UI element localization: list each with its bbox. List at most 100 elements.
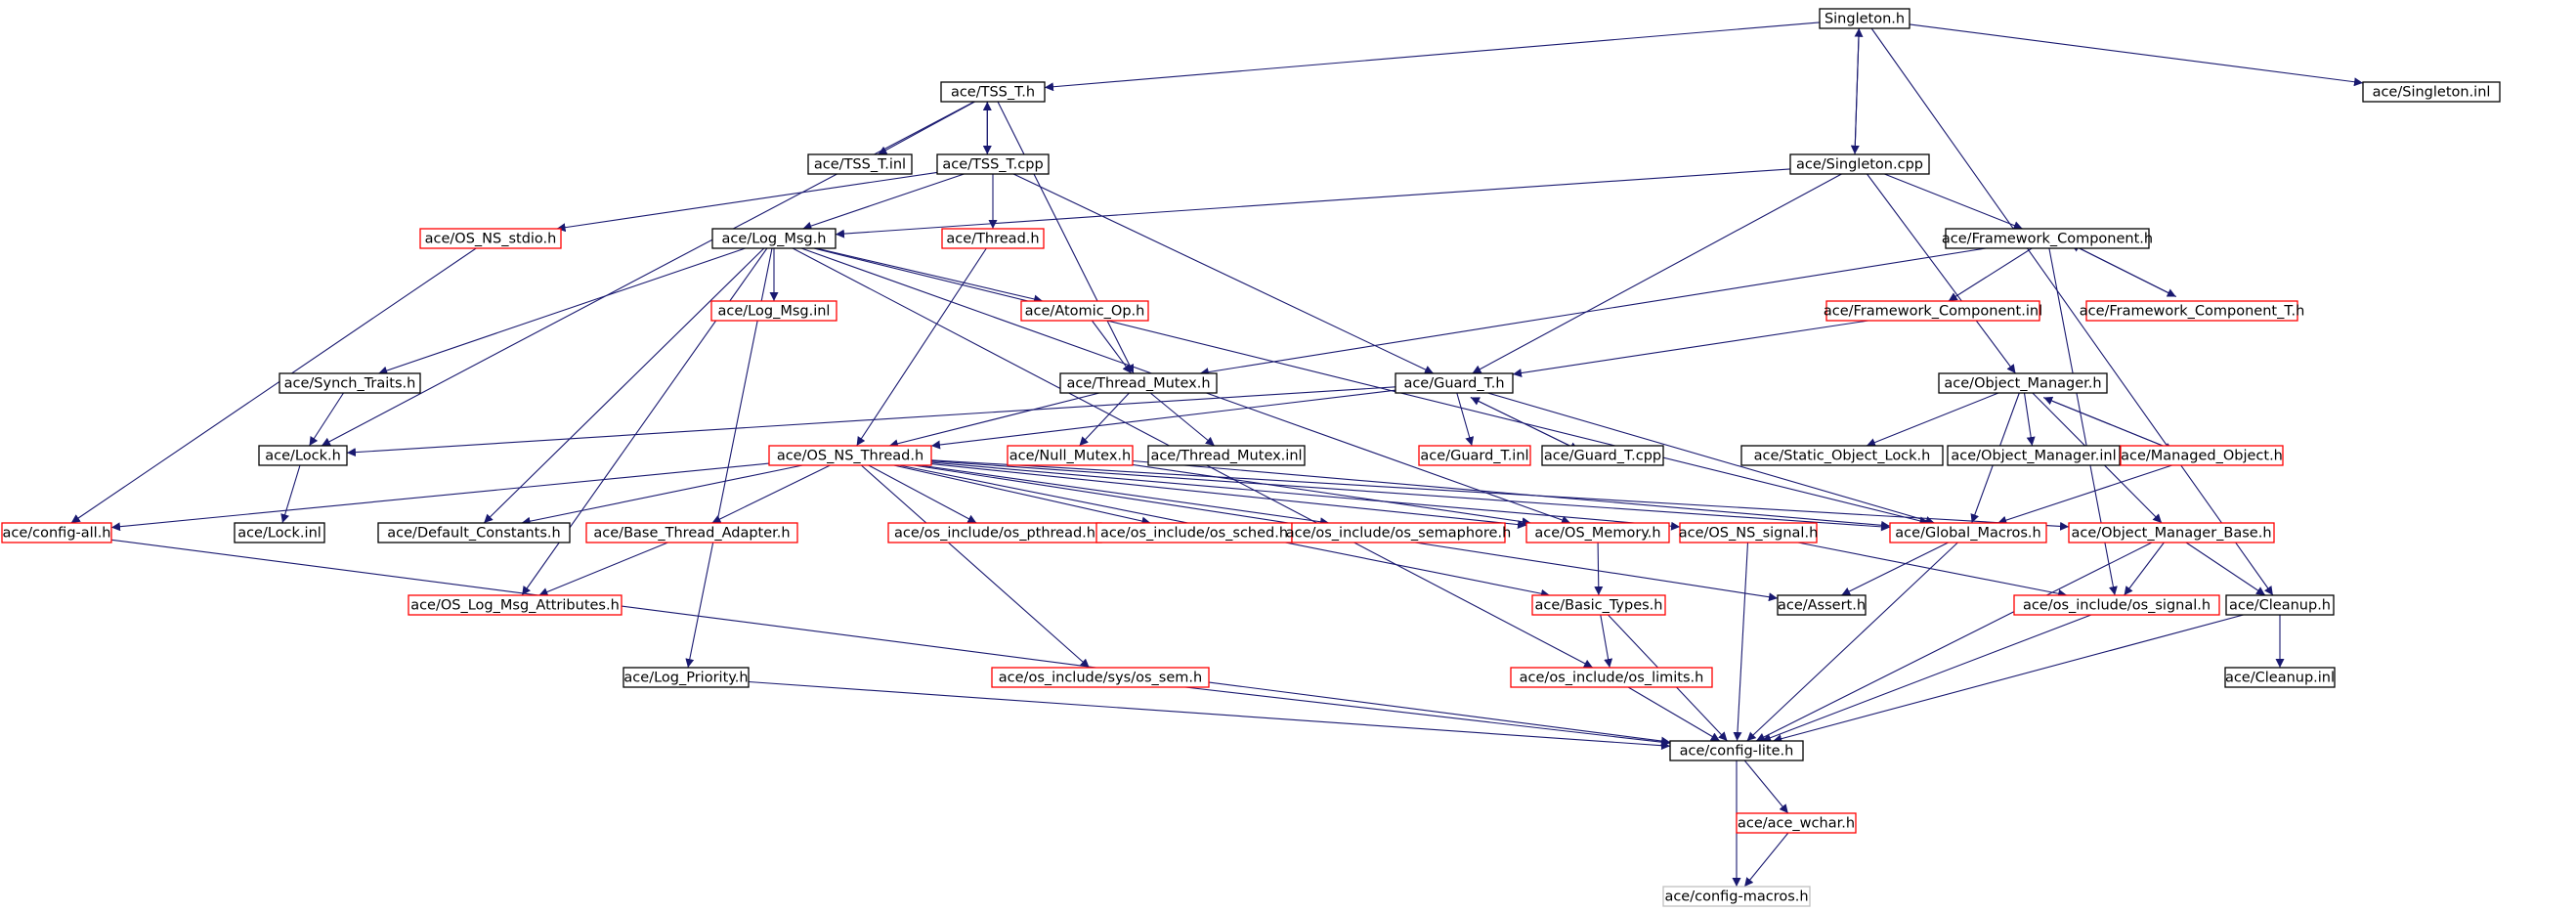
- edge-guard_t_h-to-guard_t_inl: [1456, 392, 1475, 447]
- node-managed-object-h[interactable]: ace/Managed_Object.h: [2120, 445, 2284, 466]
- node-label: ace/config-macros.h: [1664, 890, 1808, 905]
- edge-os_ns_thread_h-to-os_sched_h: [893, 464, 1151, 526]
- node-box: [1679, 522, 1818, 543]
- node-label: ace/Basic_Types.h: [1535, 598, 1663, 614]
- node-tss-t-inl[interactable]: ace/TSS_T.inl: [807, 153, 913, 175]
- node-label: ace/Log_Msg.h: [722, 232, 827, 247]
- node-object-manager-h[interactable]: ace/Object_Manager.h: [1938, 372, 2108, 394]
- node-synch-traits-h[interactable]: ace/Synch_Traits.h: [279, 372, 421, 394]
- node-global-macros-h[interactable]: ace/Global_Macros.h: [1889, 522, 2047, 543]
- node-label: ace/Null_Mutex.h: [1009, 449, 1131, 464]
- node-box: [1007, 445, 1134, 466]
- node-box: [807, 153, 913, 175]
- edge-framework_component_h-to-framework_component_inl: [1948, 247, 2033, 302]
- edge-global_macros_h-to-config_lite_h: [1746, 542, 1958, 742]
- node-os-ns-thread-h[interactable]: ace/OS_NS_Thread.h: [768, 445, 932, 466]
- node-os-log-msg-attributes-h[interactable]: ace/OS_Log_Msg_Attributes.h: [408, 594, 623, 616]
- node-lock-h[interactable]: ace/Lock.h: [258, 445, 348, 466]
- node-log-msg-inl[interactable]: ace/Log_Msg.inl: [710, 300, 837, 322]
- node-os-memory-h[interactable]: ace/OS_Memory.h: [1525, 522, 1670, 543]
- node-config-macros-h[interactable]: ace/config-macros.h: [1662, 886, 1811, 907]
- edge-tss_t_h-to-thread_mutex_h: [997, 101, 1135, 374]
- node-box: [419, 228, 562, 249]
- node-box: [1662, 886, 1811, 907]
- node-singleton-inl[interactable]: ace/Singleton.inl: [2362, 81, 2501, 103]
- node-box: [991, 667, 1210, 688]
- node-box: [408, 594, 623, 616]
- node-box: [1020, 300, 1149, 322]
- edge-framework_component_inl-to-guard_t_h: [1512, 320, 1868, 378]
- edge-thread_mutex_h-to-null_mutex_h: [1079, 392, 1130, 447]
- node-box: [1947, 445, 2121, 466]
- node-framework-component-h[interactable]: ace/Framework_Component.h: [1942, 228, 2153, 249]
- node-thread-mutex-inl[interactable]: ace/Thread_Mutex.inl: [1147, 445, 1306, 466]
- node-label: ace/os_include/os_semaphore.h: [1286, 526, 1512, 542]
- edge-singleton_cpp-to-singleton_h: [1854, 27, 1864, 154]
- node-label: ace/os_include/sys/os_sem.h: [999, 671, 1202, 686]
- node-box: [1531, 594, 1666, 616]
- edge-os_ns_thread_h-to-os_memory_h: [930, 463, 1527, 530]
- node-label: ace/OS_Memory.h: [1534, 526, 1660, 542]
- edge-global_macros_h-to-assert_h: [1841, 542, 1949, 596]
- edge-atomic_op_h-to-thread_mutex_h: [1091, 320, 1133, 374]
- node-assert-h[interactable]: ace/Assert.h: [1777, 594, 1867, 616]
- node-basic-types-h[interactable]: ace/Basic_Types.h: [1531, 594, 1666, 616]
- node-box: [1418, 445, 1531, 466]
- node-label: ace/Lock.inl: [237, 526, 322, 542]
- node-tss-t-h[interactable]: ace/TSS_T.h: [940, 81, 1046, 103]
- node-default-constants-h[interactable]: ace/Default_Constants.h: [377, 522, 571, 543]
- edge-guard_t_h-to-global_macros_h: [1487, 392, 1935, 525]
- node-object-manager-base-h[interactable]: ace/Object_Manager_Base.h: [2068, 522, 2275, 543]
- node-box: [2225, 594, 2335, 616]
- node-os-ns-signal-h[interactable]: ace/OS_NS_signal.h: [1679, 522, 1819, 543]
- node-object-manager-inl[interactable]: ace/Object_Manager.inl: [1947, 445, 2121, 466]
- node-tss-t-cpp[interactable]: ace/TSS_T.cpp: [936, 153, 1050, 175]
- node-os-limits-h[interactable]: ace/os_include/os_limits.h: [1510, 667, 1713, 688]
- node-label: ace/Guard_T.cpp: [1544, 449, 1661, 464]
- node-singleton-cpp[interactable]: ace/Singleton.cpp: [1789, 153, 1930, 175]
- node-os-sem-h[interactable]: ace/os_include/sys/os_sem.h: [991, 667, 1210, 688]
- node-lock-inl[interactable]: ace/Lock.inl: [234, 522, 325, 543]
- node-cleanup-inl[interactable]: ace/Cleanup.inl: [2224, 667, 2336, 688]
- node-label: ace/Object_Manager.h: [1944, 376, 2101, 392]
- edge-log_msg_h-to-synch_traits_h: [378, 247, 746, 375]
- node-guard-t-cpp[interactable]: ace/Guard_T.cpp: [1541, 445, 1664, 466]
- node-log-msg-h[interactable]: ace/Log_Msg.h: [711, 228, 837, 249]
- edge-thread_h-to-os_ns_thread_h: [856, 247, 987, 447]
- node-framework-component-inl[interactable]: ace/Framework_Component.inl: [1824, 300, 2042, 322]
- node-box: [1938, 372, 2108, 394]
- node-label: ace/OS_NS_Thread.h: [777, 449, 923, 464]
- node-singleton-h[interactable]: Singleton.h: [1819, 8, 1911, 29]
- edge-guard_t_cpp-to-guard_t_h: [1470, 397, 1579, 451]
- node-static-object-lock-h[interactable]: ace/Static_Object_Lock.h: [1740, 445, 1944, 466]
- node-thread-h[interactable]: ace/Thread.h: [941, 228, 1045, 249]
- node-box: [941, 228, 1045, 249]
- node-os-sched-h[interactable]: ace/os_include/os_sched.h: [1095, 522, 1293, 543]
- node-os-pthread-h[interactable]: ace/os_include/os_pthread.h: [887, 522, 1102, 543]
- node-base-thread-adapter-h[interactable]: ace/Base_Thread_Adapter.h: [585, 522, 798, 543]
- edge-log_msg_h-to-default_constants_h: [483, 247, 765, 524]
- edge-object_manager_h-to-static_object_lock_h: [1866, 392, 1999, 447]
- node-label: ace/Log_Priority.h: [623, 671, 748, 686]
- node-config-lite-h[interactable]: ace/config-lite.h: [1669, 740, 1804, 761]
- edge-tss_t_h-to-lock_h: [321, 101, 975, 447]
- node-ace-wchar-h[interactable]: ace/ace_wchar.h: [1736, 812, 1857, 834]
- node-framework-component-t-h[interactable]: ace/Framework_Component_T.h: [2080, 300, 2305, 322]
- node-log-priority-h[interactable]: ace/Log_Priority.h: [623, 667, 750, 688]
- edge-guard_t_h-to-os_ns_thread_h: [930, 389, 1396, 450]
- node-guard-t-inl[interactable]: ace/Guard_T.inl: [1418, 445, 1531, 466]
- edge-object_manager_base_h-to-os_signal_h: [2124, 542, 2165, 596]
- nodes-layer: Singleton.h ace/TSS_T.h ace/Singleton.inl a…: [1, 8, 2501, 907]
- node-atomic-op-h[interactable]: ace/Atomic_Op.h: [1020, 300, 1149, 322]
- node-label: ace/Cleanup.h: [2229, 598, 2331, 614]
- node-thread-mutex-h[interactable]: ace/Thread_Mutex.h: [1059, 372, 1218, 394]
- edge-os_ns_thread_h-to-os_ns_signal_h: [930, 461, 1681, 531]
- node-config-all-h[interactable]: ace/config-all.h: [1, 522, 112, 543]
- node-os-semaphore-h[interactable]: ace/os_include/os_semaphore.h: [1286, 522, 1512, 543]
- edge-base_thread_adapter_h-to-os_log_msg_attributes_h: [538, 542, 668, 596]
- node-os-ns-stdio-h[interactable]: ace/OS_NS_stdio.h: [419, 228, 562, 249]
- node-null-mutex-h[interactable]: ace/Null_Mutex.h: [1007, 445, 1134, 466]
- node-guard-t-h[interactable]: ace/Guard_T.h: [1395, 372, 1514, 394]
- node-cleanup-h[interactable]: ace/Cleanup.h: [2225, 594, 2335, 616]
- node-os-signal-h[interactable]: ace/os_include/os_signal.h: [2013, 594, 2220, 616]
